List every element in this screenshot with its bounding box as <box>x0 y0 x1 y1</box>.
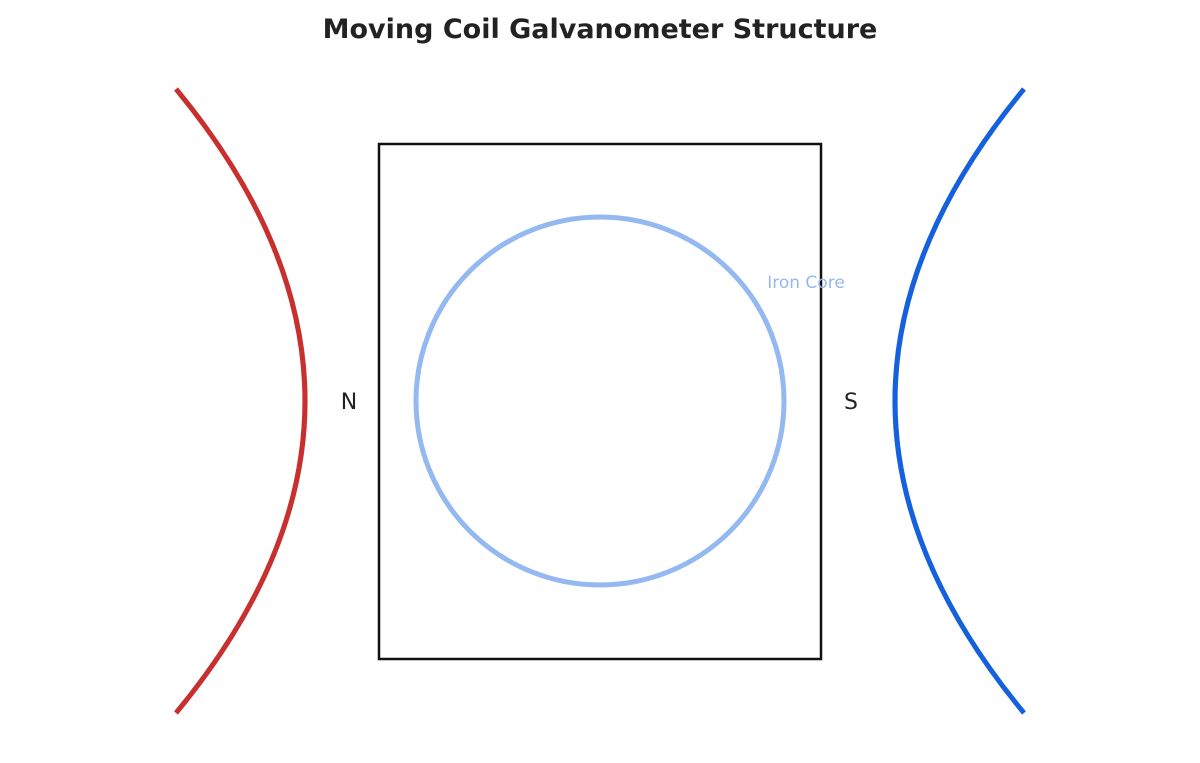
north-pole-label: N <box>341 390 357 415</box>
south-pole-label: S <box>844 390 858 415</box>
diagram-title: Moving Coil Galvanometer Structure <box>323 14 878 45</box>
iron-core-label: Iron Core <box>767 273 845 293</box>
south-pole-magnet <box>892 87 1026 715</box>
coil-frame <box>377 142 823 661</box>
iron-core <box>413 214 787 588</box>
north-pole-magnet <box>174 87 308 715</box>
